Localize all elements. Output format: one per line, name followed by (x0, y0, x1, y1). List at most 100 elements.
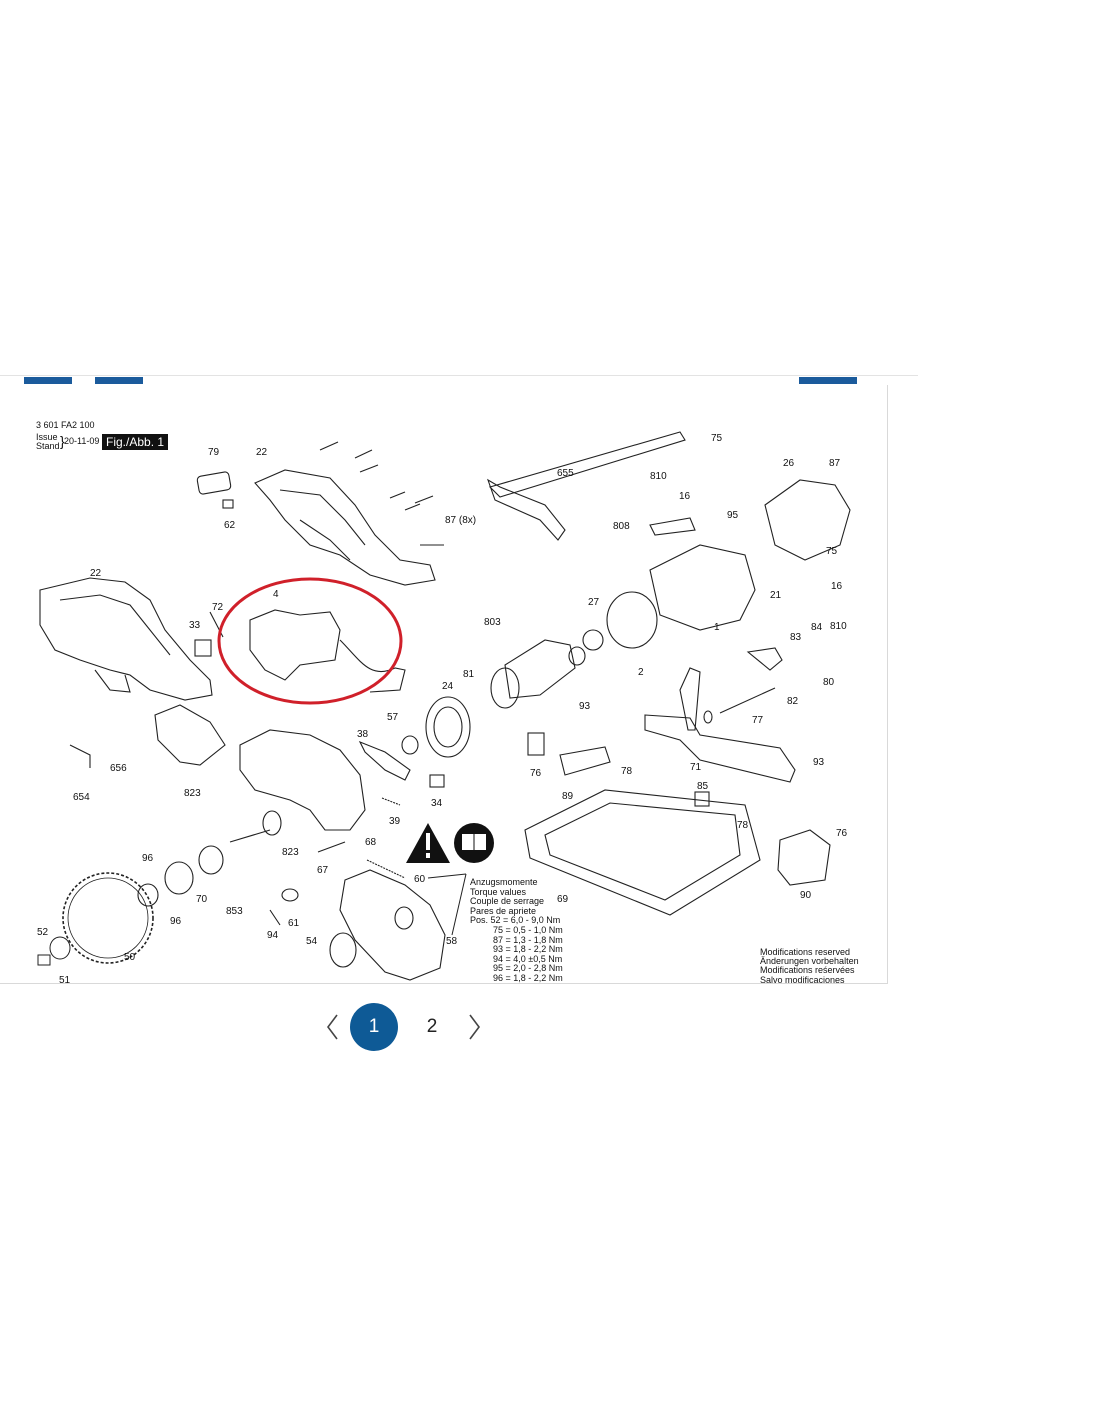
switch-4 (249, 609, 341, 681)
callout: 823 (184, 788, 201, 799)
hex-key-654 (69, 744, 91, 768)
dust-port-656 (154, 704, 226, 766)
callout: 77 (752, 715, 764, 726)
callout: 656 (110, 763, 127, 774)
issue-label-en: Issue (36, 432, 58, 442)
callout: 69 (557, 894, 569, 905)
bearing-70 (198, 845, 224, 875)
toolbar-tab[interactable] (24, 377, 72, 384)
callout: 52 (37, 927, 49, 938)
highlight-circle (217, 577, 403, 705)
part-34 (429, 774, 445, 788)
callout: 85 (697, 781, 709, 792)
callout: 96 (170, 916, 182, 927)
blade-guard-upper (239, 729, 366, 831)
washer-52 (49, 936, 71, 960)
stator-1 (649, 544, 756, 631)
torque-row: 87 = 1,3 - 1,8 Nm (493, 934, 563, 945)
bearing-flange-24 (425, 696, 471, 758)
drawing-frame (0, 385, 888, 984)
motor-housing-26 (764, 479, 851, 561)
torque-title-de: Anzugsmomente (470, 877, 538, 887)
torque-row: 94 = 4,0 ±0,5 Nm (493, 953, 563, 964)
torque-title-en: Torque values (470, 886, 527, 897)
callout: 27 (588, 597, 600, 608)
callout: 58 (446, 936, 458, 947)
torque-title-ro: Pares de apriete (470, 905, 537, 916)
leader-line (427, 873, 467, 879)
callout: 21 (770, 590, 782, 601)
knob-76 (527, 732, 545, 756)
chevron-left-icon[interactable] (322, 1012, 344, 1042)
line-art (39, 431, 851, 981)
housing-half-top (254, 469, 436, 586)
lever-38 (358, 740, 411, 781)
bolt-51 (37, 954, 51, 966)
page-button-2[interactable]: 2 (426, 1016, 438, 1037)
callout-labels: 79 22 62 87 (8x) 655 75 810 16 26 87 808… (37, 433, 848, 983)
callout: 62 (224, 520, 236, 531)
toolbar-tab[interactable] (95, 377, 143, 384)
callout: 96 (142, 853, 154, 864)
callout: 84 (811, 622, 823, 633)
grip-79 (196, 471, 232, 495)
callout: 655 (557, 468, 574, 479)
page-button-current[interactable]: 1 (350, 1003, 398, 1051)
torque-row: Pos. 52 = 6,0 - 9,0 Nm (470, 915, 561, 926)
lever-80 (746, 647, 783, 671)
part-62 (222, 499, 234, 509)
callout: 22 (90, 568, 102, 579)
callout: 16 (679, 491, 691, 502)
toolbar-tab[interactable] (799, 377, 857, 384)
chevron-right-icon[interactable] (463, 1012, 485, 1042)
callout: 90 (800, 890, 812, 901)
callout: 89 (562, 791, 574, 802)
torque-row: 93 = 1,8 - 2,2 Nm (493, 944, 563, 955)
callout: 68 (365, 837, 377, 848)
callout: 654 (73, 792, 90, 803)
figure-label: Fig./Abb. 1 (102, 434, 169, 450)
callout: 810 (830, 621, 847, 632)
viewer-top-border (0, 375, 918, 376)
callout: 87 (8x) (445, 515, 476, 526)
ring-54 (329, 932, 357, 968)
lower-guard-58 (339, 869, 446, 981)
magnet-2 (606, 591, 658, 649)
callout: 823 (282, 847, 299, 858)
callout: 34 (431, 798, 443, 809)
callout: 93 (813, 757, 825, 768)
part-89 (559, 746, 611, 776)
saw-blade-50 (62, 872, 154, 964)
callout: 38 (357, 729, 369, 740)
callout: 4 (273, 589, 279, 600)
callout: 76 (836, 828, 848, 839)
callout: 51 (59, 975, 71, 983)
callout: 71 (690, 762, 702, 773)
torque-row: 96 = 1,8 - 2,2 Nm (493, 972, 563, 983)
callout: 94 (267, 930, 279, 941)
exploded-view-drawing: 79 22 62 87 (8x) 655 75 810 16 26 87 808… (37, 431, 851, 983)
callout: 57 (387, 712, 399, 723)
callout: 808 (613, 521, 630, 532)
parallel-guide-655 (488, 431, 686, 498)
torque-title-fr: Couple de serrage (470, 896, 545, 907)
housing-detail (279, 489, 366, 546)
modifications-line: Modifications reśervées (760, 965, 855, 976)
callout: 810 (650, 471, 667, 482)
callout: 2 (638, 667, 644, 678)
modifications-line: Modifications reserved (760, 947, 851, 957)
callout: 76 (530, 768, 542, 779)
bevel-bracket-71 (644, 714, 796, 783)
callout: 82 (787, 696, 799, 707)
callout: 22 (256, 447, 268, 458)
read-manual-icon (454, 823, 494, 863)
callout: 803 (484, 617, 501, 628)
callout: 79 (208, 447, 220, 458)
callout: 54 (306, 936, 318, 947)
issue-date: 20-11-09 (64, 436, 100, 446)
warning-triangle-icon (406, 823, 450, 863)
callout: 60 (414, 874, 426, 885)
callout: 75 (826, 546, 838, 557)
callout: 78 (621, 766, 633, 777)
label-808 (649, 517, 696, 536)
